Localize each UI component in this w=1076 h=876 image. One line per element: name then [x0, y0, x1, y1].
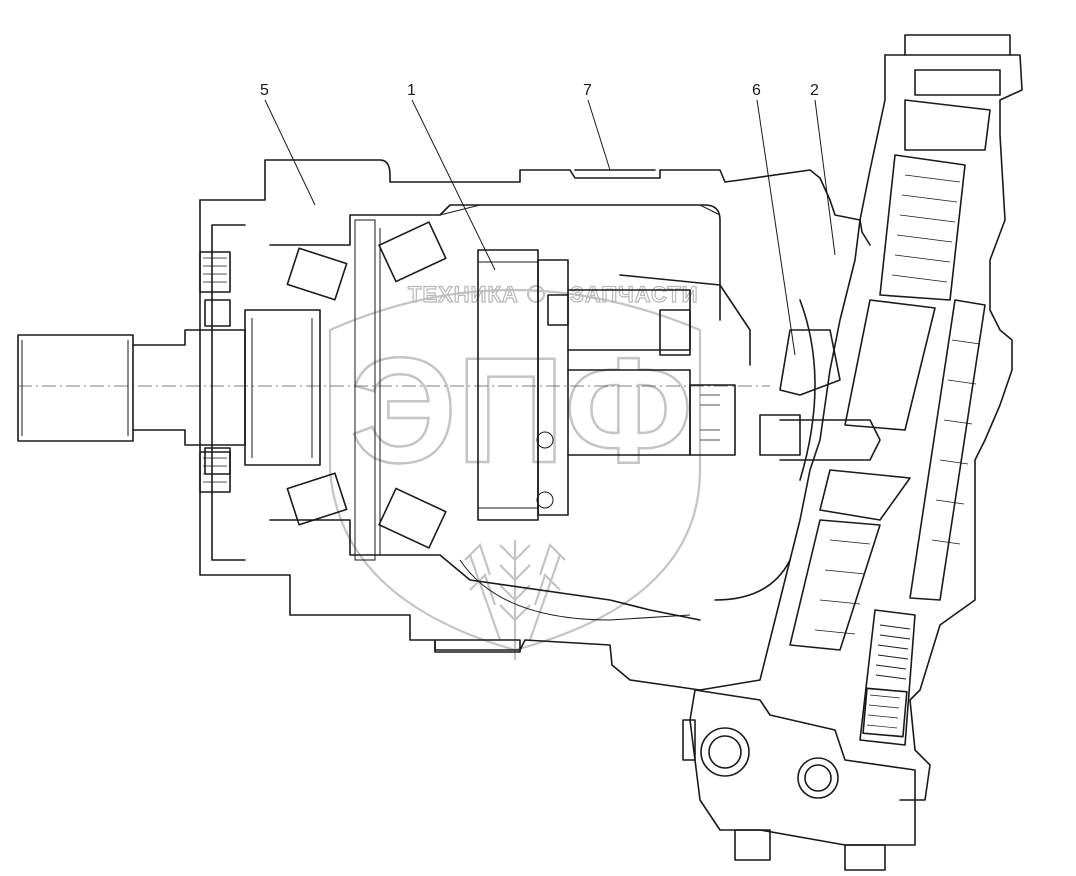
callout-5: 5: [260, 82, 269, 99]
bottom-flange: [434, 639, 521, 653]
drive-shaft: [17, 309, 321, 466]
leader-6: [756, 99, 796, 356]
cylinder-block: [477, 249, 569, 521]
bearing-tapered: [286, 219, 447, 561]
control-body: [699, 34, 1023, 801]
callout-2: 2: [810, 82, 819, 99]
leader-5: [264, 99, 316, 206]
watermark-left-text: ТЕХНИКА: [408, 282, 519, 307]
leader-1: [411, 99, 496, 271]
callout-labels: 5 1 7 6 2: [260, 82, 819, 99]
callout-leaders: [264, 99, 836, 356]
leader-2: [814, 99, 836, 256]
inner-contour: [439, 204, 721, 216]
callout-6: 6: [752, 82, 761, 99]
relief-valve: [859, 609, 916, 746]
watermark: ЭПФ ТЕХНИКА ЗАПЧАСТИ: [328, 281, 702, 660]
pistons: [567, 274, 751, 456]
gear-icon: [526, 284, 546, 304]
valve-plate: [714, 299, 881, 601]
callout-7: 7: [583, 82, 592, 99]
leader-7: [587, 99, 611, 171]
bearing-front: [199, 251, 231, 493]
callout-1: 1: [407, 82, 416, 99]
port-block: [682, 689, 916, 871]
watermark-right-text: ЗАПЧАСТИ: [570, 282, 699, 307]
inner-contour-lower: [459, 559, 691, 621]
watermark-shield: [328, 288, 702, 652]
watermark-monogram: ЭПФ: [350, 326, 693, 494]
